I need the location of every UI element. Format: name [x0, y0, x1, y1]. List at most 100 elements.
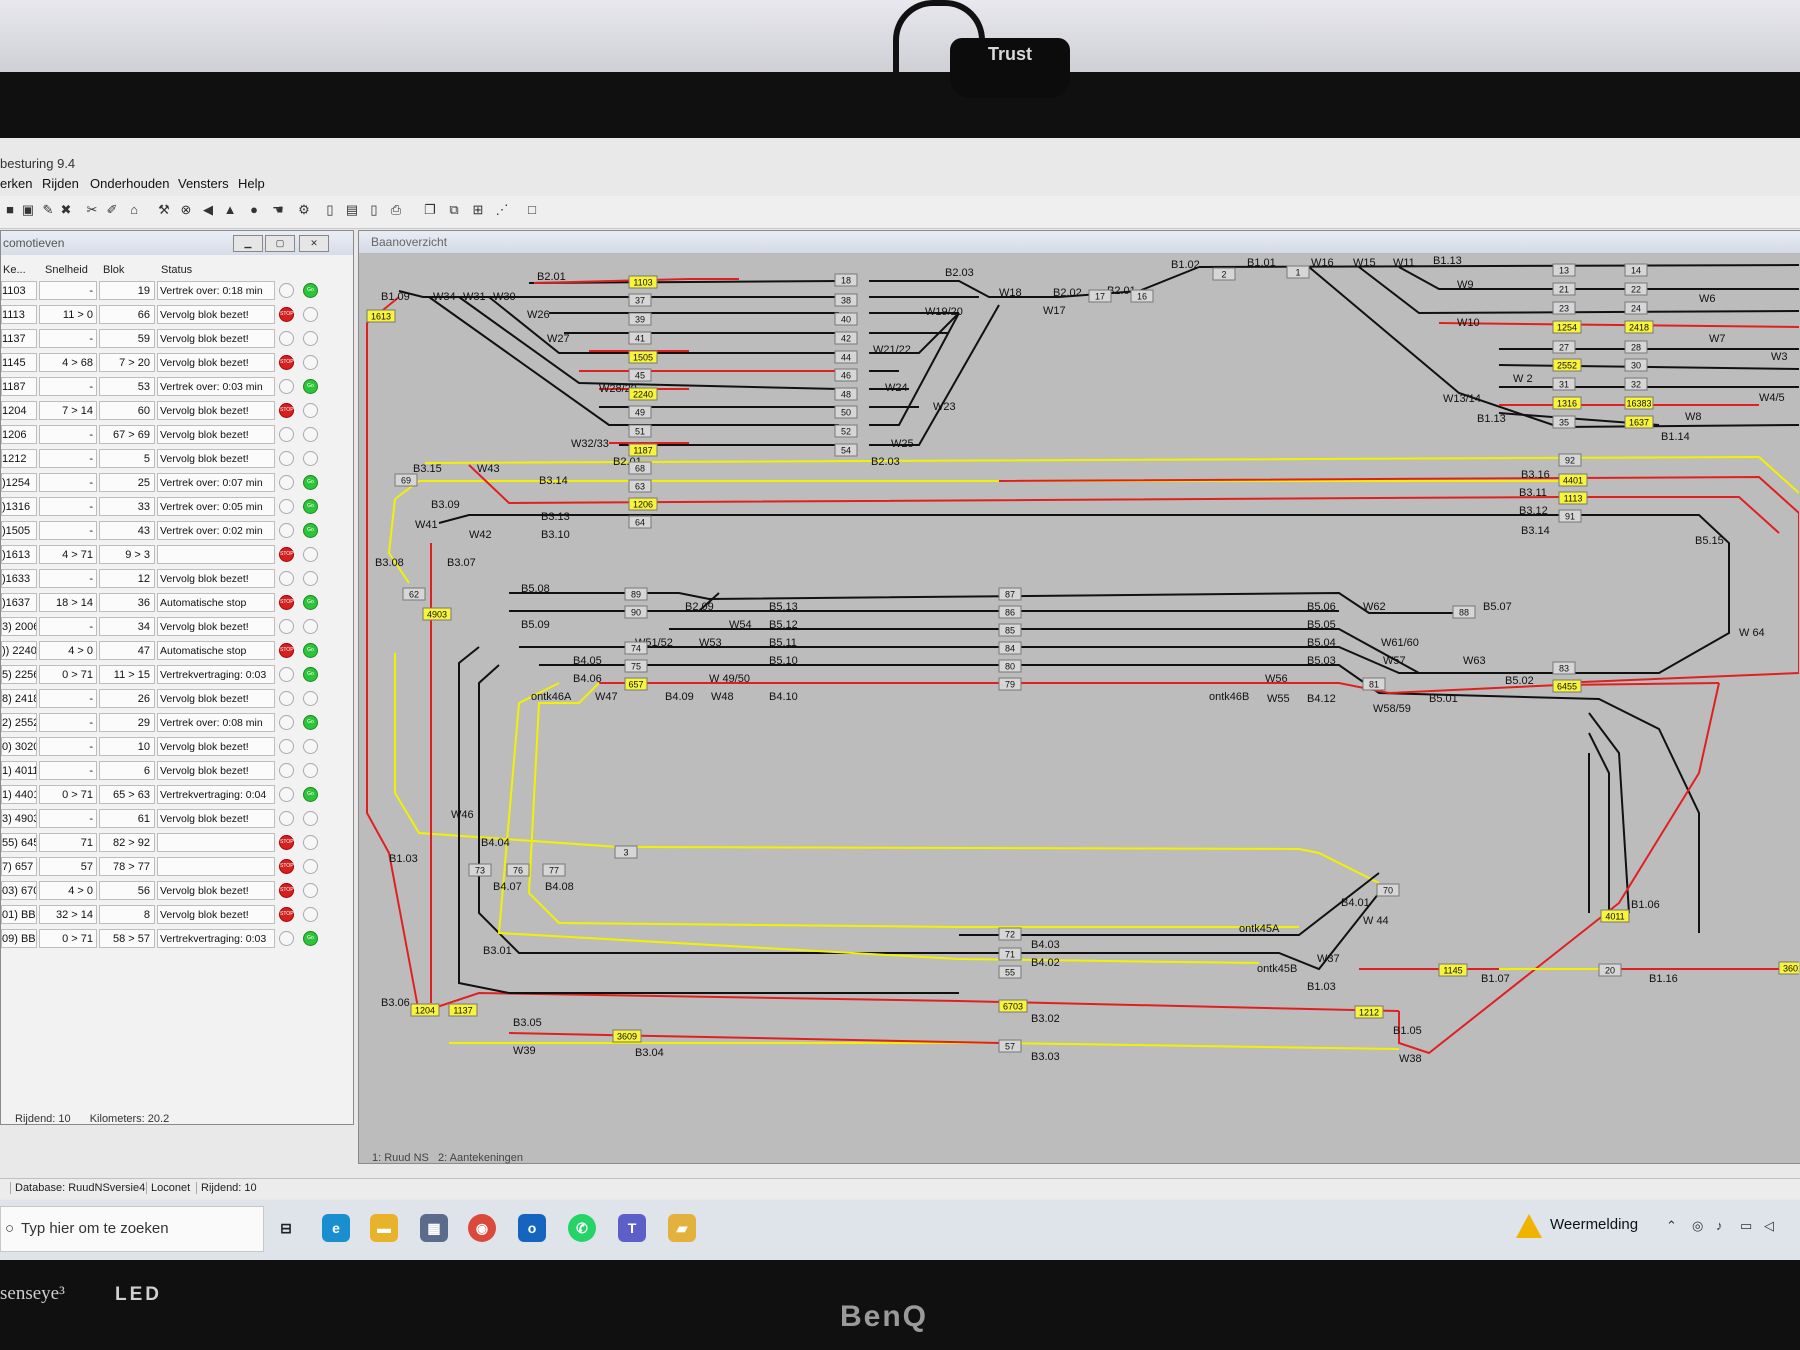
occupied-block[interactable]: [1558, 491, 1588, 505]
document-1-icon[interactable]: ▤: [345, 202, 359, 217]
occupied-block[interactable]: [366, 309, 396, 323]
maximize-icon[interactable]: ▢: [265, 235, 295, 252]
occupied-block[interactable]: [628, 387, 658, 401]
cascade-icon[interactable]: ⧉: [449, 202, 459, 217]
track-block[interactable]: [624, 605, 648, 619]
track-block[interactable]: [834, 443, 858, 457]
menu-item-erken[interactable]: erken: [0, 176, 33, 191]
occupied-block[interactable]: [624, 677, 648, 691]
go-button[interactable]: Go: [303, 283, 318, 298]
track-block[interactable]: [1286, 265, 1310, 279]
track-block[interactable]: [834, 312, 858, 326]
occupied-block[interactable]: [1624, 396, 1654, 410]
stop-button[interactable]: [279, 691, 294, 706]
track-block[interactable]: [834, 331, 858, 345]
track-block[interactable]: [1624, 263, 1648, 277]
stop-button[interactable]: STOP: [279, 355, 294, 370]
col-header-block[interactable]: Blok: [103, 264, 125, 276]
stop-button[interactable]: [279, 715, 294, 730]
track-block[interactable]: [998, 965, 1022, 979]
hand-icon[interactable]: ☚: [272, 202, 284, 217]
stop-button[interactable]: [279, 499, 294, 514]
blank-window-icon[interactable]: □: [528, 202, 536, 217]
stop-button[interactable]: [279, 427, 294, 442]
track-block[interactable]: [1452, 605, 1476, 619]
store-icon[interactable]: ▦: [420, 1214, 448, 1242]
occupied-block[interactable]: [1624, 320, 1654, 334]
minimize-icon[interactable]: ▁: [233, 235, 263, 252]
track-block[interactable]: [1130, 289, 1154, 303]
stop-button[interactable]: [279, 523, 294, 538]
occupied-block[interactable]: [612, 1029, 642, 1043]
occupied-block[interactable]: [1552, 320, 1582, 334]
track-block[interactable]: [834, 424, 858, 438]
track-block[interactable]: [628, 405, 652, 419]
stop-button[interactable]: [279, 739, 294, 754]
track-diagram[interactable]: B1.09W34W31W30B2.01W26W27W28/29W32/33B2.…: [359, 253, 1799, 1063]
track-block[interactable]: [998, 587, 1022, 601]
stop-button[interactable]: [279, 787, 294, 802]
occupied-block[interactable]: [628, 350, 658, 364]
go-button[interactable]: [303, 403, 318, 418]
chevron-up-icon[interactable]: ⌃: [1666, 1218, 1677, 1233]
go-button[interactable]: Go: [303, 523, 318, 538]
track-block[interactable]: [834, 273, 858, 287]
occupied-block[interactable]: [422, 607, 452, 621]
edit-icon[interactable]: ✎: [42, 202, 54, 217]
track-block[interactable]: [1624, 301, 1648, 315]
occupied-block[interactable]: [628, 497, 658, 511]
stop-button[interactable]: [279, 331, 294, 346]
close-icon[interactable]: ✕: [299, 235, 329, 252]
cut-icon[interactable]: ✂: [86, 202, 98, 217]
go-button[interactable]: Go: [303, 595, 318, 610]
track-block[interactable]: [834, 368, 858, 382]
track-block[interactable]: [624, 587, 648, 601]
task-view-icon[interactable]: ⊟: [280, 1220, 292, 1236]
track-block[interactable]: [506, 863, 530, 877]
stop-button[interactable]: [279, 763, 294, 778]
arrange-icon[interactable]: ⋰: [495, 202, 509, 217]
tab-aantekeningen[interactable]: 2: Aantekeningen: [438, 1152, 524, 1164]
go-button[interactable]: Go: [303, 667, 318, 682]
go-button[interactable]: [303, 331, 318, 346]
network-icon[interactable]: ▭: [1740, 1218, 1753, 1233]
track-block[interactable]: [998, 947, 1022, 961]
track-block[interactable]: [468, 863, 492, 877]
go-button[interactable]: Go: [303, 931, 318, 946]
track-block[interactable]: [998, 605, 1022, 619]
go-button[interactable]: Go: [303, 643, 318, 658]
print-icon[interactable]: ⎙: [390, 202, 402, 217]
go-button[interactable]: [303, 763, 318, 778]
col-header-status[interactable]: Status: [161, 264, 193, 276]
close-x-icon[interactable]: ✖: [60, 202, 72, 217]
track-block[interactable]: [628, 461, 652, 475]
track-block[interactable]: [834, 405, 858, 419]
go-button[interactable]: [303, 739, 318, 754]
go-button[interactable]: [303, 355, 318, 370]
stop-button[interactable]: STOP: [279, 595, 294, 610]
stop-button[interactable]: [279, 619, 294, 634]
occupied-block[interactable]: [998, 999, 1028, 1013]
teams-icon[interactable]: T: [618, 1214, 646, 1242]
occupied-block[interactable]: [410, 1003, 440, 1017]
track-block[interactable]: [614, 845, 638, 859]
track-block[interactable]: [624, 659, 648, 673]
track-block[interactable]: [628, 312, 652, 326]
menu-item-help[interactable]: Help: [238, 176, 265, 191]
go-button[interactable]: Go: [303, 379, 318, 394]
stop-button[interactable]: [279, 667, 294, 682]
menu-item-rijden[interactable]: Rijden: [42, 176, 79, 191]
